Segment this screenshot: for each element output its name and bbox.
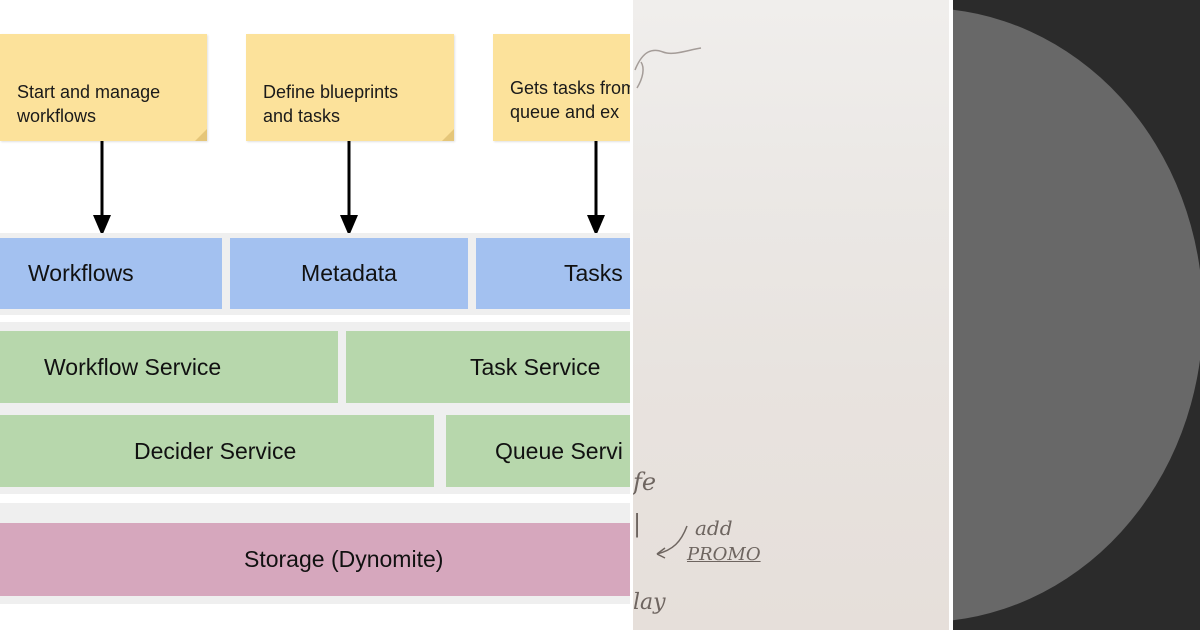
architecture-diagram: Start and manage workflows Define bluepr… — [0, 34, 630, 604]
whiteboard-handwriting: PROMO — [687, 544, 761, 565]
panel-divider — [949, 0, 953, 630]
gray-circle-shape — [953, 8, 1200, 622]
sticky-note-fold — [442, 129, 454, 141]
sticky-note-text: Gets tasks from queue and ex — [510, 78, 630, 122]
whiteboard-photo: fe | add PROMO lay — [633, 0, 949, 630]
arrow-down-icon — [340, 141, 358, 236]
arrow-down-icon — [93, 141, 111, 236]
storage-box: Storage (Dynomite) — [0, 523, 630, 596]
sticky-note-workflows: Start and manage workflows — [0, 34, 207, 141]
metadata-api-box: Metadata — [230, 238, 468, 309]
workflows-api-box: Workflows — [0, 238, 222, 309]
dark-image-panel — [953, 0, 1200, 630]
whiteboard-handwriting: lay — [633, 590, 666, 615]
whiteboard-handwriting-mark: | — [633, 510, 642, 538]
whiteboard-handwriting: add — [695, 516, 733, 540]
queue-service-box: Queue Servi — [446, 415, 630, 487]
whiteboard-scribble-mark — [634, 47, 702, 89]
sticky-note-metadata: Define blueprints and tasks — [246, 34, 454, 141]
arrow-down-icon — [587, 141, 605, 236]
whiteboard-arrow-icon — [656, 525, 688, 559]
tasks-api-box: Tasks — [476, 238, 630, 309]
sticky-note-tasks: Gets tasks from queue and ex — [493, 34, 630, 141]
decider-service-box: Decider Service — [0, 415, 434, 487]
task-service-box: Task Service — [346, 331, 630, 403]
whiteboard-handwriting: fe — [633, 468, 657, 496]
sticky-note-text: Define blueprints and tasks — [263, 82, 399, 126]
sticky-note-text: Start and manage workflows — [17, 82, 161, 126]
workflow-service-box: Workflow Service — [0, 331, 338, 403]
sticky-note-fold — [195, 129, 207, 141]
panel-divider — [630, 0, 634, 630]
